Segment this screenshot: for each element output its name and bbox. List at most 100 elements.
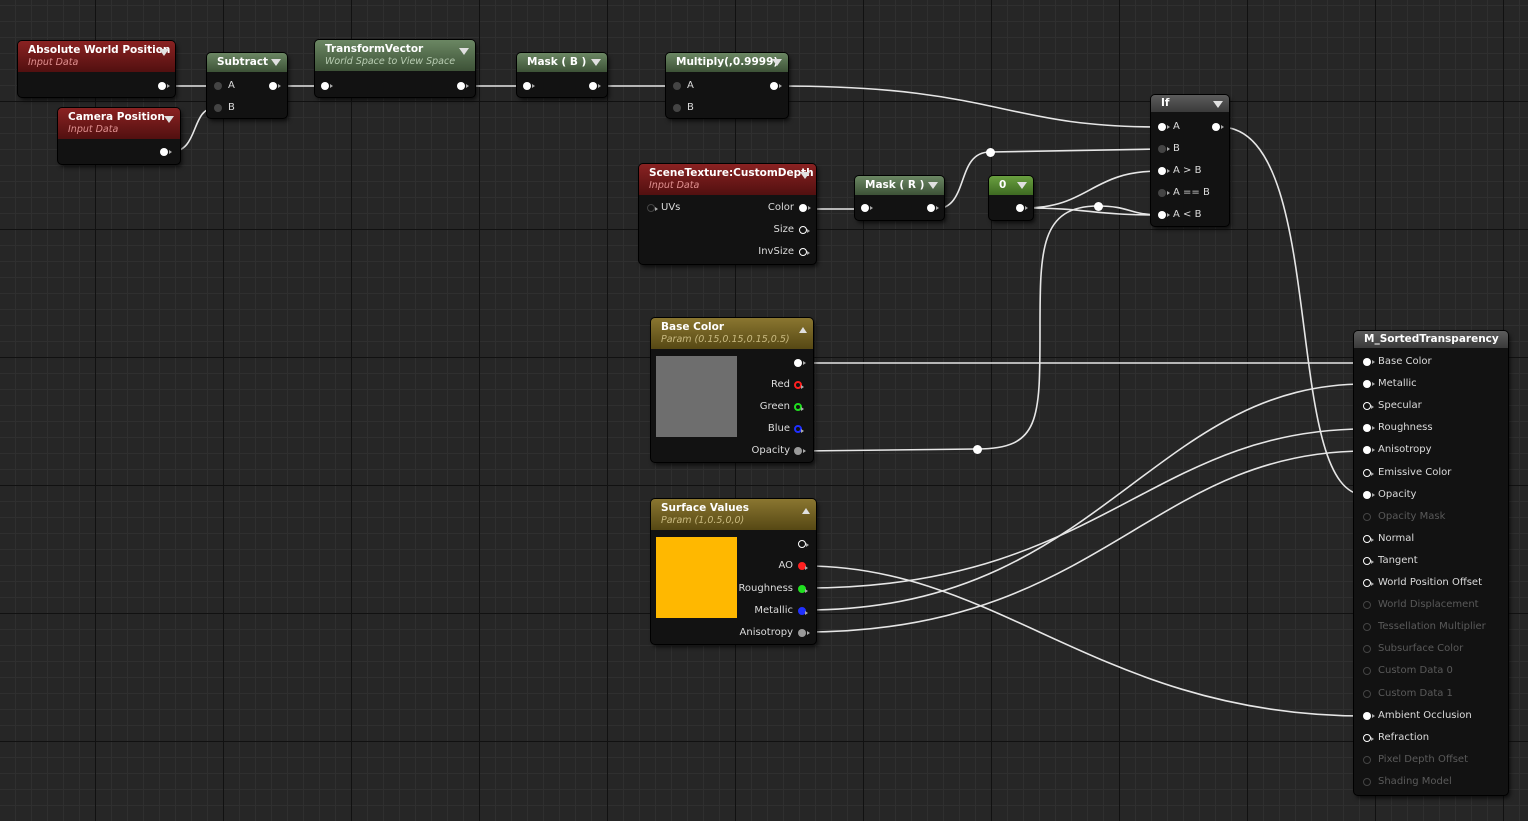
node-header[interactable]: Multiply(,0.9999) — [666, 53, 788, 72]
node-multiply[interactable]: Multiply(,0.9999) A B — [666, 53, 788, 118]
result-input-pin[interactable] — [1363, 402, 1374, 411]
output-pin-green[interactable] — [794, 403, 804, 411]
result-input-pin[interactable] — [1363, 358, 1375, 366]
result-input-pin[interactable] — [1363, 534, 1374, 543]
result-input-pin[interactable] — [1363, 667, 1371, 676]
node-header[interactable]: Subtract — [207, 53, 287, 72]
node-header[interactable]: Mask ( R ) — [855, 176, 944, 195]
node-header[interactable]: Camera Position Input Data — [58, 108, 180, 139]
color-swatch[interactable] — [656, 356, 737, 437]
chevron-down-icon[interactable] — [159, 49, 169, 56]
output-pin[interactable] — [269, 82, 281, 90]
output-pin[interactable] — [1016, 204, 1028, 212]
chevron-down-icon[interactable] — [772, 59, 782, 66]
result-input-pin[interactable] — [1363, 424, 1375, 433]
result-input-pin[interactable] — [1363, 468, 1374, 477]
reroute-node-depth[interactable] — [1094, 202, 1103, 211]
input-pin-altb[interactable] — [1158, 211, 1170, 219]
output-pin-size[interactable] — [799, 226, 810, 234]
result-input-pin[interactable] — [1363, 623, 1371, 632]
input-pin-uvs[interactable] — [647, 204, 658, 212]
result-input-pin[interactable] — [1363, 689, 1371, 698]
chevron-down-icon[interactable] — [800, 172, 810, 179]
color-swatch[interactable] — [656, 537, 737, 618]
input-pin-a[interactable] — [214, 82, 222, 90]
node-absolute-world-position[interactable]: Absolute World Position Input Data — [18, 41, 175, 97]
output-pin[interactable] — [927, 204, 939, 212]
chevron-down-icon[interactable] — [164, 116, 174, 123]
node-header[interactable]: Absolute World Position Input Data — [18, 41, 175, 72]
input-pin-agtb[interactable] — [1158, 167, 1170, 175]
output-pin-color[interactable] — [799, 204, 811, 212]
output-pin-blue[interactable] — [794, 425, 804, 433]
result-input-pin[interactable] — [1363, 733, 1374, 742]
output-pin[interactable] — [770, 82, 782, 90]
node-scene-texture[interactable]: SceneTexture:CustomDepth Input Data UVs … — [639, 164, 816, 264]
output-pin[interactable] — [457, 82, 469, 90]
output-pin-roughness[interactable] — [798, 585, 808, 593]
node-header[interactable]: Mask ( B ) — [517, 53, 607, 72]
chevron-down-icon[interactable] — [928, 182, 938, 189]
node-header[interactable]: 0 — [989, 176, 1033, 195]
result-input-pin[interactable] — [1363, 755, 1371, 764]
node-mask-r[interactable]: Mask ( R ) — [855, 176, 944, 220]
output-pin[interactable] — [1212, 123, 1224, 131]
output-pin[interactable] — [158, 82, 170, 90]
node-header[interactable]: SceneTexture:CustomDepth Input Data — [639, 164, 816, 195]
chevron-down-icon[interactable] — [271, 59, 281, 66]
output-pin[interactable] — [160, 148, 172, 156]
node-camera-position[interactable]: Camera Position Input Data — [58, 108, 180, 164]
input-pin-a[interactable] — [1158, 123, 1170, 131]
result-input-pin[interactable] — [1363, 512, 1371, 521]
node-constant-zero[interactable]: 0 — [989, 176, 1033, 220]
node-header[interactable]: Base Color Param (0.15,0.15,0.15,0.5) — [651, 318, 813, 349]
output-pin-ao[interactable] — [798, 562, 808, 570]
result-input-pin[interactable] — [1363, 490, 1375, 499]
input-pin[interactable] — [321, 82, 333, 90]
reroute-node-opacity[interactable] — [973, 445, 982, 454]
result-input-pin[interactable] — [1363, 645, 1371, 654]
input-pin-b[interactable] — [1158, 145, 1170, 153]
output-pin-red[interactable] — [794, 381, 804, 389]
output-pin-rgb[interactable] — [798, 540, 809, 548]
input-pin-a[interactable] — [673, 82, 681, 90]
chevron-down-icon[interactable] — [591, 59, 601, 66]
chevron-down-icon[interactable] — [1213, 101, 1223, 108]
result-input-pin[interactable] — [1363, 556, 1374, 565]
node-header[interactable]: If — [1151, 95, 1229, 112]
output-pin-rgb[interactable] — [794, 359, 806, 367]
collapse-icon[interactable] — [802, 508, 810, 514]
node-base-color-param[interactable]: Base Color Param (0.15,0.15,0.15,0.5) Re… — [651, 318, 813, 462]
node-header[interactable]: TransformVector World Space to View Spac… — [315, 40, 475, 71]
node-transform-vector[interactable]: TransformVector World Space to View Spac… — [315, 40, 475, 97]
output-pin-metallic[interactable] — [798, 607, 808, 615]
chevron-down-icon[interactable] — [459, 48, 469, 55]
chevron-down-icon[interactable] — [1017, 182, 1027, 189]
result-input-pin[interactable] — [1363, 446, 1375, 455]
input-pin-aeqb[interactable] — [1158, 189, 1170, 197]
reroute-node-maskr[interactable] — [986, 148, 995, 157]
output-pin[interactable] — [589, 82, 601, 90]
output-pin-opacity[interactable] — [794, 447, 806, 455]
pin-label-uvs: UVs — [661, 202, 681, 213]
node-subtract[interactable]: Subtract A B — [207, 53, 287, 118]
result-input-pin[interactable] — [1363, 777, 1371, 786]
node-header[interactable]: Surface Values Param (1,0.5,0,0) — [651, 499, 816, 530]
result-input-pin[interactable] — [1363, 711, 1375, 720]
collapse-icon[interactable] — [799, 327, 807, 333]
node-header[interactable]: M_SortedTransparency — [1354, 331, 1508, 348]
output-pin-anisotropy[interactable] — [798, 629, 810, 637]
result-input-label: Specular — [1378, 400, 1422, 412]
node-if[interactable]: If A B A > B A == B A < B — [1151, 95, 1229, 226]
result-input-pin[interactable] — [1363, 601, 1371, 610]
input-pin[interactable] — [523, 82, 535, 90]
node-mask-b[interactable]: Mask ( B ) — [517, 53, 607, 97]
input-pin-b[interactable] — [673, 104, 681, 112]
result-input-pin[interactable] — [1363, 579, 1374, 587]
output-pin-invsize[interactable] — [799, 248, 810, 256]
input-pin-b[interactable] — [214, 104, 222, 112]
input-pin[interactable] — [861, 204, 873, 212]
node-surface-values-param[interactable]: Surface Values Param (1,0.5,0,0) AO Roug… — [651, 499, 816, 644]
result-input-pin[interactable] — [1363, 380, 1375, 389]
